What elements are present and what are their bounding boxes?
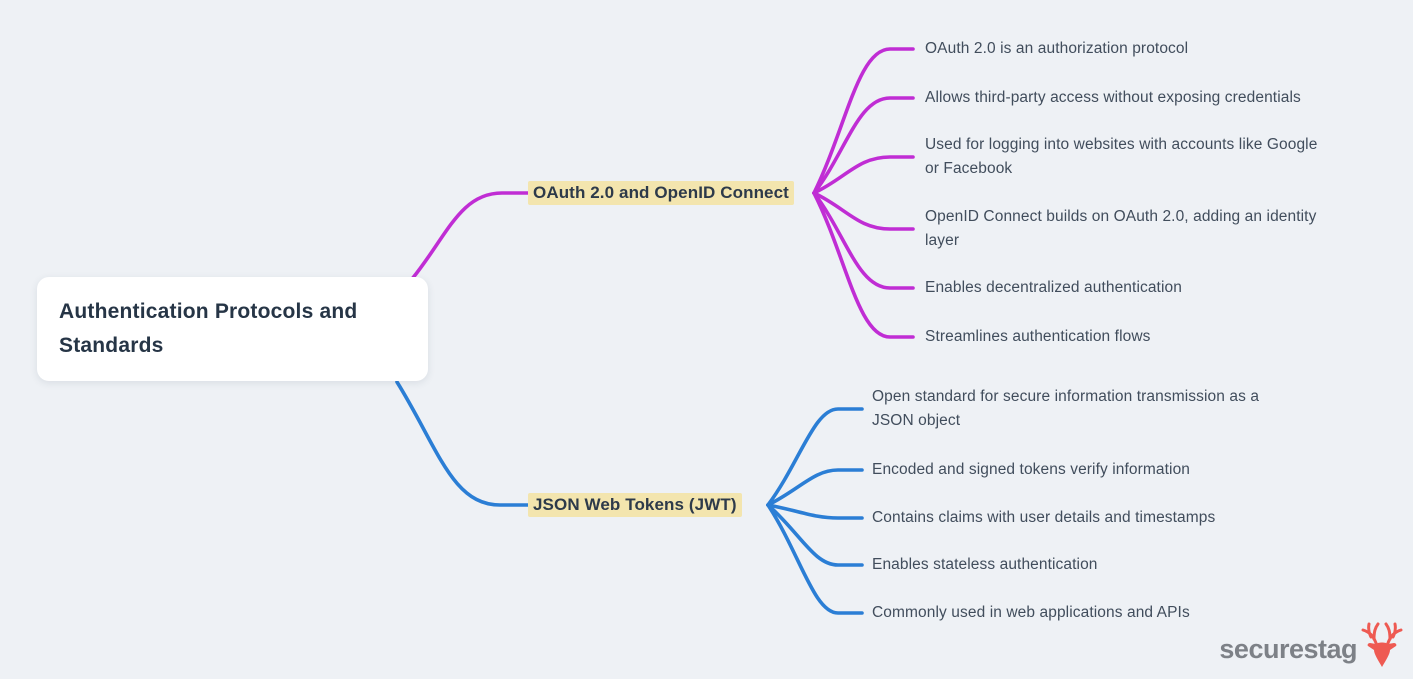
edge-oauth-6 — [812, 191, 915, 339]
edge-root-oauth — [410, 191, 532, 281]
edge-oauth-5 — [812, 191, 915, 290]
leaf-node-jwt-3: Contains claims with user details and ti… — [872, 509, 1216, 526]
leaf-node-jwt-2: Encoded and signed tokens verify informa… — [872, 461, 1191, 478]
edge-oauth-3 — [812, 155, 915, 195]
stag-icon — [1361, 622, 1403, 667]
leaf-node-oauth-2: Allows third-party access without exposi… — [925, 89, 1301, 106]
edge-jwt-4 — [766, 503, 864, 567]
edge-root-jwt — [395, 380, 531, 507]
edge-jwt-3 — [766, 503, 864, 520]
root-node: Authentication Protocols and Standards — [37, 277, 428, 381]
leaf-node-jwt-5: Commonly used in web applications and AP… — [872, 604, 1190, 621]
edge-jwt-2 — [766, 468, 864, 507]
leaf-node-oauth-1: OAuth 2.0 is an authorization protocol — [925, 40, 1189, 57]
leaf-node-oauth-3: Used for logging into websites with acco… — [925, 136, 1318, 177]
leaf-node-jwt-4: Enables stateless authentication — [872, 556, 1098, 573]
brand-name: securestag — [1219, 633, 1357, 664]
edge-jwt-5 — [766, 503, 864, 615]
edge-oauth-1 — [812, 47, 915, 195]
branch-node-oauth: OAuth 2.0 and OpenID Connect — [528, 181, 794, 205]
root-node-title: Authentication Protocols and Standards — [59, 300, 358, 357]
branch-node-jwt: JSON Web Tokens (JWT) — [528, 493, 742, 517]
edge-jwt-1 — [766, 407, 864, 507]
edge-oauth-4 — [812, 191, 915, 231]
leaf-node-oauth-5: Enables decentralized authentication — [925, 279, 1182, 296]
watermark: securestag — [1219, 621, 1405, 669]
edge-oauth-2 — [812, 96, 915, 195]
leaf-node-oauth-6: Streamlines authentication flows — [925, 328, 1151, 345]
leaf-node-jwt-1: Open standard for secure information tra… — [872, 388, 1260, 429]
leaf-node-oauth-4: OpenID Connect builds on OAuth 2.0, addi… — [925, 208, 1317, 249]
